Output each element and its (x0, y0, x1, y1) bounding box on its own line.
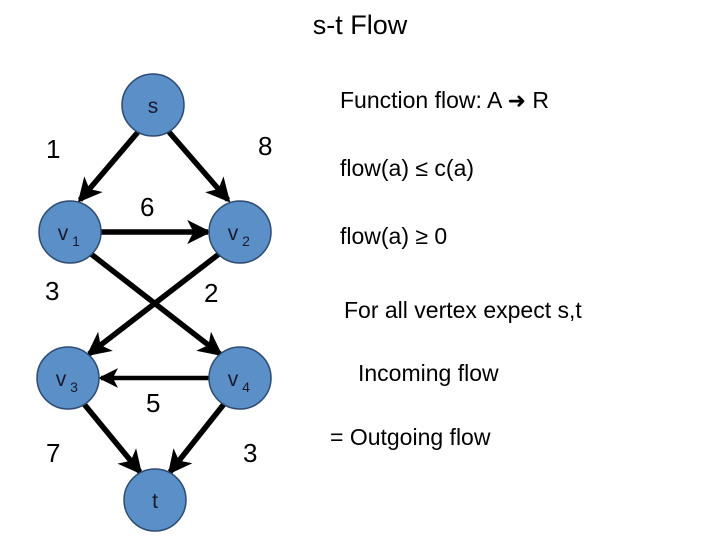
note-function-flow: Function flow: A ➜ R (340, 87, 549, 114)
node-v3[interactable]: v 3 (36, 346, 100, 410)
edge-v4-t (167, 402, 227, 475)
edge-label-v4-v3: 5 (146, 388, 161, 418)
edge-v3-t (81, 402, 143, 475)
edge-label-s-v2: 8 (258, 131, 273, 161)
node-t[interactable]: t (123, 468, 187, 532)
edge-v2-v3 (86, 251, 221, 357)
right-arrow-icon: ➜ (507, 89, 526, 114)
node-v2-subscript: 2 (242, 233, 250, 249)
edge-label-v1-v4: 3 (45, 276, 60, 306)
node-s[interactable]: s (121, 73, 185, 137)
edge-s-v2 (166, 130, 231, 203)
node-v1-label: v (58, 222, 69, 245)
edge-label-v3-t: 7 (46, 438, 61, 468)
edge-label-v1-v2: 6 (140, 192, 155, 222)
node-s-label: s (148, 95, 159, 118)
node-v2-label: v (228, 222, 239, 245)
note-outgoing-flow: = Outgoing flow (330, 424, 491, 450)
note-nonnegativity-constraint: flow(a) ≥ 0 (340, 223, 448, 249)
edges-layer (77, 130, 231, 475)
node-v3-subscript: 3 (70, 379, 78, 395)
nodes-layer: s v 1 v 2 v 3 (36, 73, 272, 532)
node-v1[interactable]: v 1 (38, 200, 102, 264)
node-v4[interactable]: v 4 (208, 346, 272, 410)
node-t-label: t (152, 490, 158, 513)
edge-label-v4-t: 3 (243, 438, 258, 468)
node-v4-label: v (228, 368, 239, 391)
node-v4-subscript: 4 (242, 379, 250, 395)
edge-label-s-v1: 1 (46, 134, 61, 164)
page-title: s-t Flow (312, 10, 408, 40)
definition-text-column: Function flow: A ➜ R flow(a) ≤ c(a) flow… (330, 0, 720, 540)
note-function-flow-prefix: Function flow: A (340, 87, 502, 113)
node-v2[interactable]: v 2 (208, 200, 272, 264)
note-conservation-heading: For all vertex expect s,t (344, 297, 582, 323)
graph-svg: s v 1 v 2 v 3 (36, 73, 272, 532)
edge-s-v1 (77, 130, 141, 203)
edge-label-v2-v3: 2 (204, 278, 219, 308)
flow-network-diagram: s v 1 v 2 v 3 (0, 0, 330, 540)
node-v3-label: v (56, 368, 67, 391)
note-capacity-constraint: flow(a) ≤ c(a) (340, 155, 475, 181)
note-function-flow-suffix: R (532, 87, 549, 113)
note-incoming-flow: Incoming flow (358, 360, 499, 386)
node-v1-subscript: 1 (72, 233, 80, 249)
